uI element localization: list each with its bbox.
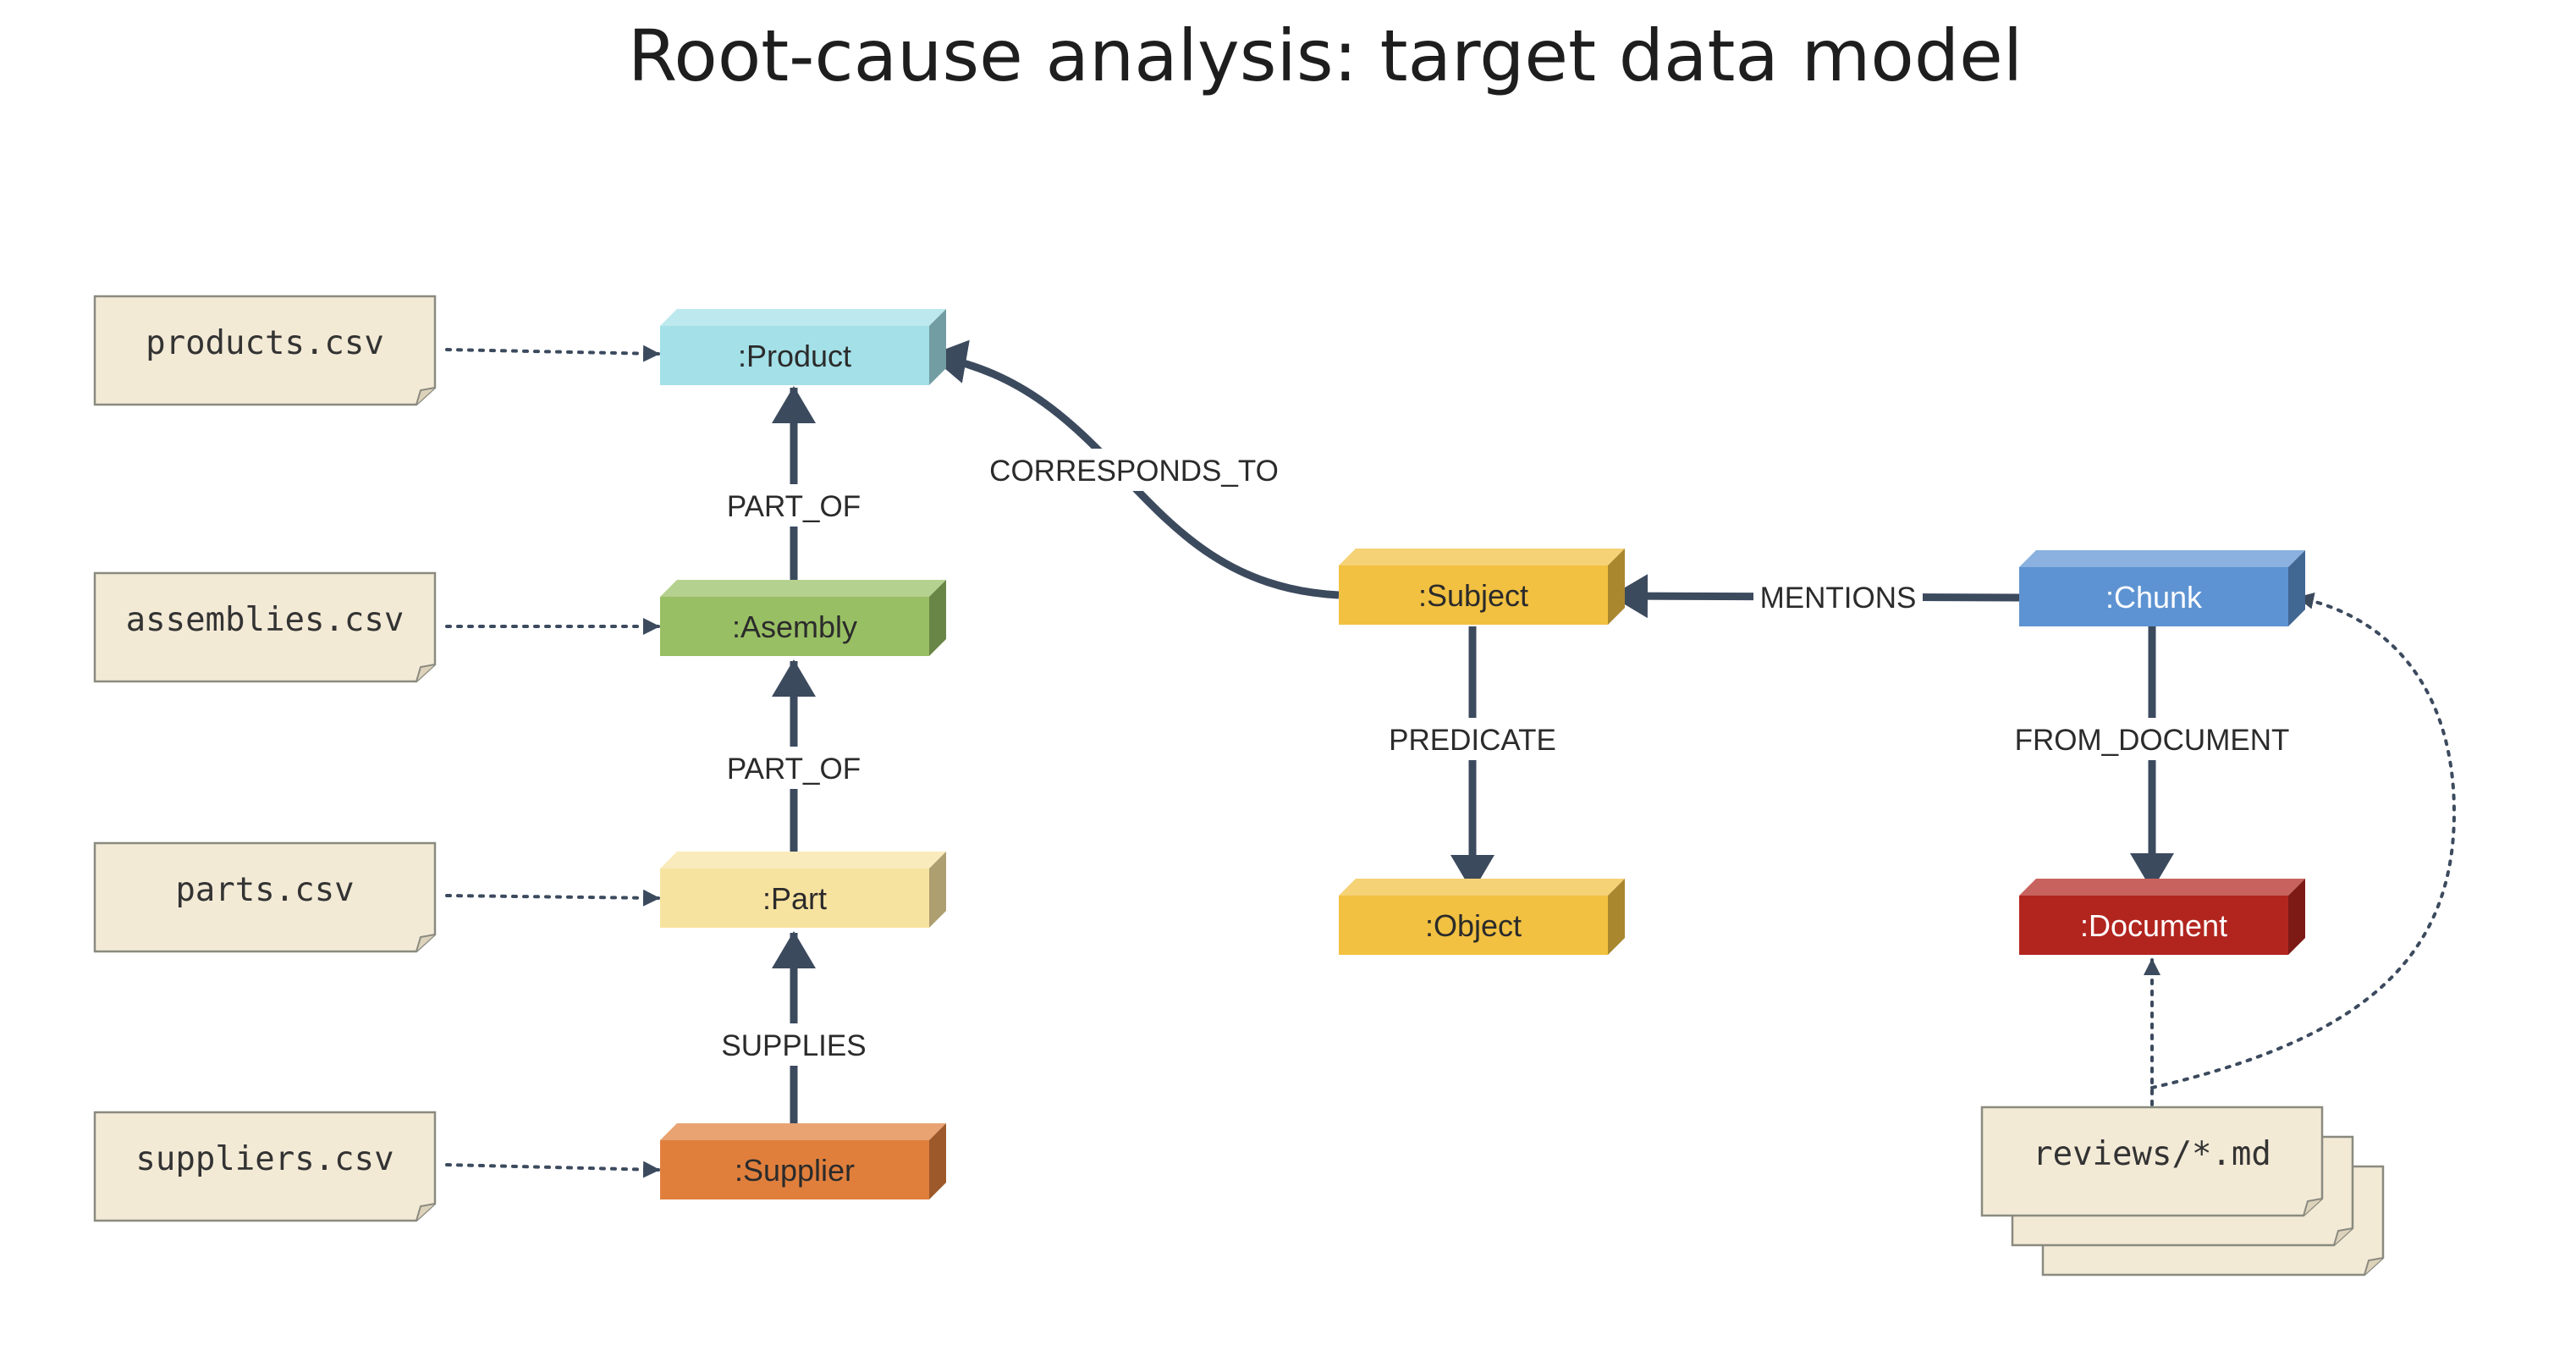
part-node: :Part bbox=[660, 852, 946, 928]
subject-node: :Subject bbox=[1339, 549, 1625, 625]
from-document-label: FROM_DOCUMENT bbox=[2015, 724, 2290, 757]
object-node-label: :Object bbox=[1425, 908, 1522, 943]
subject-node-label: :Subject bbox=[1418, 578, 1528, 613]
reviews-file-stack: reviews/*.md bbox=[1980, 1106, 2385, 1277]
assemblies-file: assemblies.csv bbox=[93, 571, 437, 683]
reviews-chunk-edge bbox=[2150, 592, 2457, 1089]
suppliers-file: suppliers.csv bbox=[93, 1111, 437, 1222]
assemblies-file-label: assemblies.csv bbox=[126, 601, 405, 639]
parts-file-edge bbox=[445, 889, 660, 907]
document-node: :Document bbox=[2019, 879, 2305, 955]
predicate-label: PREDICATE bbox=[1389, 724, 1556, 757]
supplies-label: SUPPLIES bbox=[721, 1029, 866, 1062]
mentions-label: MENTIONS bbox=[1760, 582, 1917, 615]
part-of-label-2: PART_OF bbox=[727, 753, 861, 786]
chunk-node-label: :Chunk bbox=[2105, 580, 2203, 615]
part-node-label: :Part bbox=[762, 881, 827, 916]
products-file: products.csv bbox=[93, 295, 437, 406]
suppliers-file-label: suppliers.csv bbox=[135, 1140, 394, 1178]
assembly-node-label: :Asembly bbox=[732, 609, 857, 644]
product-node: :Product bbox=[660, 309, 946, 385]
parts-file-label: parts.csv bbox=[175, 871, 354, 909]
reviews-file-label: reviews/*.md bbox=[2033, 1135, 2271, 1173]
page-title: Root-cause analysis: target data model bbox=[628, 14, 2023, 97]
object-node: :Object bbox=[1339, 879, 1625, 955]
parts-file: parts.csv bbox=[93, 841, 437, 953]
part-of-label-1: PART_OF bbox=[727, 490, 861, 523]
supplier-node-label: :Supplier bbox=[735, 1153, 855, 1188]
product-node-label: :Product bbox=[738, 339, 851, 373]
assembly-node: :Asembly bbox=[660, 580, 946, 656]
products-file-edge bbox=[445, 345, 660, 362]
chunk-node: :Chunk bbox=[2019, 550, 2305, 626]
suppliers-file-edge bbox=[445, 1161, 660, 1178]
document-node-label: :Document bbox=[2080, 908, 2227, 943]
nodes-layer: :Product :Asembly :Part :Supplier :Subject :O… bbox=[660, 309, 2305, 1199]
corresponds-to-label: CORRESPONDS_TO bbox=[989, 455, 1279, 488]
supplier-node: :Supplier bbox=[660, 1123, 946, 1199]
products-file-label: products.csv bbox=[146, 324, 384, 362]
